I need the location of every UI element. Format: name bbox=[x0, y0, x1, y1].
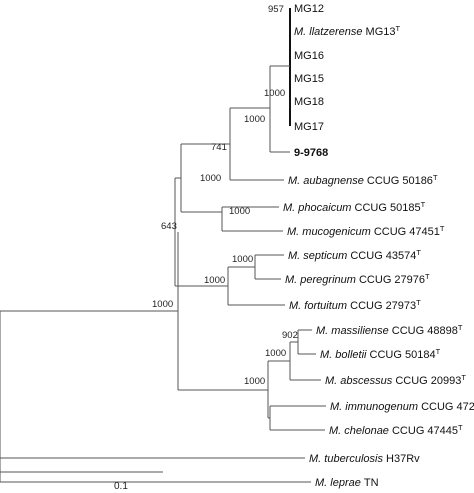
scale-bar: 0.1 bbox=[0, 471, 163, 492]
taxon-label: M. bolletii CCUG 50184T bbox=[320, 347, 441, 361]
bootstrap-value: 1000 bbox=[265, 348, 286, 359]
scale-bar-label: 0.1 bbox=[114, 481, 128, 492]
taxon-strain: CCUG 27973 bbox=[350, 300, 416, 312]
taxon-strain: TN bbox=[364, 477, 379, 489]
taxon-species-name: M. fortuitum bbox=[289, 300, 350, 312]
taxon-strain: CCUG 47451 bbox=[374, 226, 440, 238]
taxon-label: MG16 bbox=[294, 50, 324, 62]
taxon-label: M. leprae TN bbox=[315, 477, 379, 489]
type-strain-mark: T bbox=[433, 173, 438, 182]
taxon-strain: H37Rv bbox=[386, 453, 420, 465]
taxon-label: MG18 bbox=[294, 96, 324, 108]
type-strain-mark: T bbox=[416, 248, 421, 257]
taxon-strain: CCUG 27976 bbox=[359, 274, 425, 286]
type-strain-mark: T bbox=[425, 272, 430, 281]
type-strain-mark: T bbox=[458, 323, 463, 332]
bootstrap-value: 1000 bbox=[204, 275, 225, 286]
type-strain-mark: T bbox=[440, 224, 445, 233]
bootstrap-value: 1000 bbox=[200, 173, 221, 184]
taxon-label: M. phocaicum CCUG 50185T bbox=[283, 200, 426, 214]
taxon-strain: CCUG 20993 bbox=[395, 375, 461, 387]
taxon-strain: CCUG 50184 bbox=[370, 349, 436, 361]
taxon-species-name: M. bolletii bbox=[320, 349, 370, 361]
bootstrap-value: 1000 bbox=[229, 206, 250, 217]
taxon-strain: CCUG 47268 bbox=[421, 401, 474, 413]
taxon-species-name: M. massiliense bbox=[316, 325, 392, 337]
taxon-label: M. mucogenicum CCUG 47451T bbox=[287, 224, 445, 238]
taxon-species-name: M. mucogenicum bbox=[287, 226, 374, 238]
type-strain-mark: T bbox=[436, 347, 441, 356]
taxon-strain: MG15 bbox=[294, 73, 324, 85]
bootstrap-value: 1000 bbox=[152, 299, 173, 310]
taxon-label: M. peregrinum CCUG 27976T bbox=[285, 272, 430, 286]
taxon-species-name: M. tuberculosis bbox=[309, 453, 386, 465]
taxon-strain: 9-9768 bbox=[294, 147, 328, 159]
bootstrap-value: 1000 bbox=[232, 254, 253, 265]
taxon-label: M. abscessus CCUG 20993T bbox=[325, 373, 466, 387]
bootstrap-value: 741 bbox=[211, 142, 227, 153]
type-strain-mark: T bbox=[396, 24, 401, 33]
taxon-strain: MG16 bbox=[294, 50, 324, 62]
taxon-strain: CCUG 48898 bbox=[392, 325, 458, 337]
taxon-label: M. llatzerense MG13T bbox=[294, 24, 401, 38]
taxon-species-name: M. chelonae bbox=[329, 425, 392, 437]
taxon-species-name: M. peregrinum bbox=[285, 274, 359, 286]
taxon-species-name: M. abscessus bbox=[325, 375, 395, 387]
taxon-species-name: M. septicum bbox=[288, 250, 350, 262]
taxon-label: M. massiliense CCUG 48898T bbox=[316, 323, 463, 337]
type-strain-mark: T bbox=[421, 200, 426, 209]
taxon-label: M. aubagnense CCUG 50186T bbox=[288, 173, 438, 187]
taxon-label: MG12 bbox=[294, 3, 324, 15]
taxon-strain: CCUG 47445 bbox=[392, 425, 458, 437]
taxon-species-name: M. phocaicum bbox=[283, 202, 355, 214]
taxon-strain: CCUG 50185 bbox=[355, 202, 421, 214]
taxon-species-name: M. aubagnense bbox=[288, 175, 367, 187]
taxon-strain: CCUG 50186 bbox=[367, 175, 433, 187]
type-strain-mark: T bbox=[458, 423, 463, 432]
taxon-label: MG15 bbox=[294, 73, 324, 85]
taxon-label: 9-9768 bbox=[294, 147, 328, 159]
taxon-species-name: M. llatzerense bbox=[294, 26, 366, 38]
taxon-label: M. chelonae CCUG 47445T bbox=[329, 423, 463, 437]
taxon-strain: MG13 bbox=[366, 26, 396, 38]
bootstrap-value: 1000 bbox=[244, 376, 265, 387]
taxon-label: M. fortuitum CCUG 27973T bbox=[289, 298, 421, 312]
taxon-species-name: M. immunogenum bbox=[330, 401, 421, 413]
taxon-species-name: M. leprae bbox=[315, 477, 364, 489]
taxon-strain: MG12 bbox=[294, 3, 324, 15]
type-strain-mark: T bbox=[461, 373, 466, 382]
bootstrap-value: 1000 bbox=[264, 88, 285, 99]
taxon-strain: MG18 bbox=[294, 96, 324, 108]
taxon-label: MG17 bbox=[294, 121, 324, 133]
tree-branches bbox=[0, 8, 326, 483]
bootstrap-value: 643 bbox=[161, 221, 177, 232]
taxon-label: M. tuberculosis H37Rv bbox=[309, 453, 420, 465]
type-strain-mark: T bbox=[416, 298, 421, 307]
bootstrap-value: 902 bbox=[282, 330, 298, 341]
bootstrap-value: 1000 bbox=[244, 114, 265, 125]
taxon-label: M. immunogenum CCUG 47268T bbox=[330, 399, 474, 413]
taxon-strain: MG17 bbox=[294, 121, 324, 133]
bootstrap-values: 957 1000 1000 741 1000 1000 643 1000 1000 902 1000… bbox=[152, 4, 298, 387]
taxon-strain: CCUG 43574 bbox=[350, 250, 416, 262]
bootstrap-value: 957 bbox=[268, 4, 284, 15]
taxon-label: M. septicum CCUG 43574T bbox=[288, 248, 421, 262]
